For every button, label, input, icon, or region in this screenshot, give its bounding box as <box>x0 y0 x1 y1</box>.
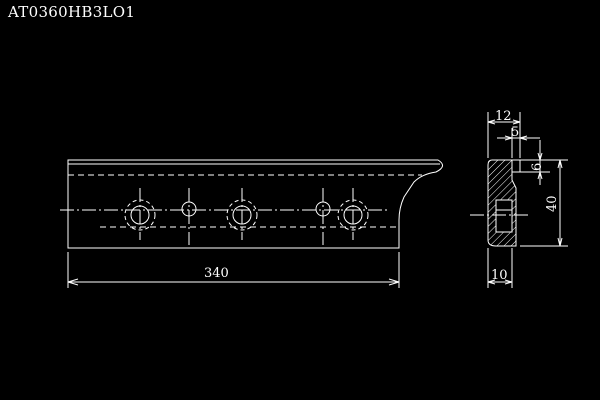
top-slot <box>511 159 521 173</box>
insert-slot <box>495 199 513 233</box>
top-width-label: 12 <box>495 109 512 124</box>
mounting-hole-3 <box>226 188 258 240</box>
bottom-width-label: 10 <box>491 268 508 283</box>
top-width-dimension: 12 <box>487 109 521 158</box>
front-view: 340 <box>60 159 443 288</box>
height-dimension: 40 <box>520 159 568 247</box>
slot-width-label: 5 <box>511 125 519 140</box>
mounting-hole-2 <box>181 188 197 245</box>
blade-outline <box>67 159 443 249</box>
height-label: 40 <box>545 195 560 212</box>
slot-depth-dimension: 6 <box>520 140 550 185</box>
slot-depth-label: 6 <box>530 163 545 171</box>
side-view: 12 5 6 40 <box>470 109 568 288</box>
mounting-hole-1 <box>124 188 156 240</box>
bottom-width-dimension: 10 <box>487 248 513 288</box>
length-dimension-label: 340 <box>204 266 229 281</box>
length-dimension: 340 <box>67 252 400 288</box>
slot-width-dimension: 5 <box>497 125 540 158</box>
mounting-hole-4 <box>315 188 331 245</box>
drawing-title: AT0360HB3LO1 <box>8 3 136 21</box>
mounting-hole-5 <box>337 188 369 240</box>
